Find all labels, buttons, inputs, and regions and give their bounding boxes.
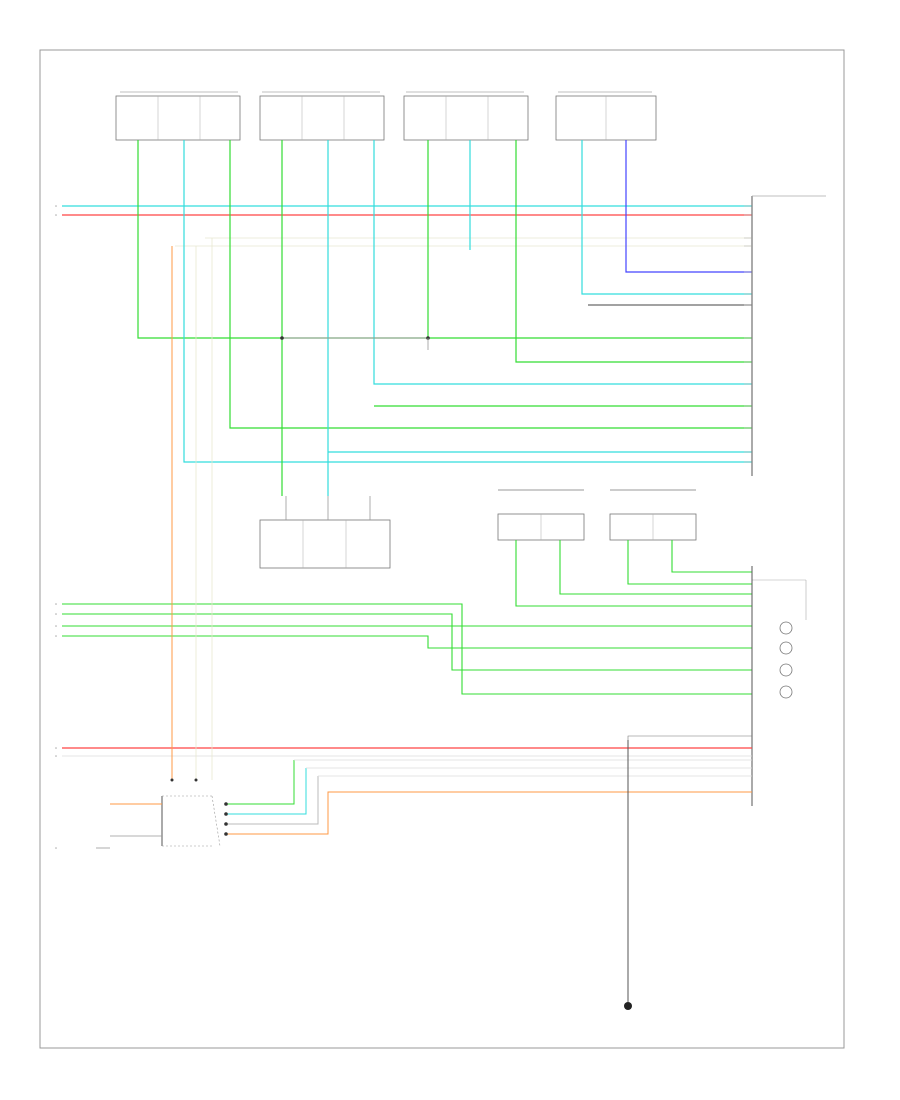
wire-sw1-green2 [559,540,752,595]
wire-g1-green [137,140,752,339]
control-module-lower [627,566,753,806]
sensor-group-2 [259,91,385,141]
wire-g2-cyan2 [373,140,752,385]
sensor-group-lower [259,496,391,569]
wire-left-green-2 [62,613,752,671]
wire-sw1-green [515,540,752,607]
splice-1 [280,336,284,340]
control-module-upper [751,195,826,476]
sensor-group-3 [403,91,529,141]
wire-switch-green [226,760,295,805]
wire-g1-cyan [183,140,752,463]
wire-switch-orange [226,791,752,835]
wire-switch-gray [226,776,319,825]
ground [624,740,632,1010]
wire-g1-green2 [229,140,752,429]
lamp-feed-lines [752,579,807,620]
wire-g4-blue [625,140,752,273]
wire-switch-cyan [226,768,307,815]
indicator-lamps [779,621,793,699]
wire-sw2-green [627,540,752,585]
switch-assembly [96,778,228,849]
switch-group-1 [497,489,585,541]
wire-left-green-4 [62,635,752,649]
wire-g4-cyan [581,140,752,295]
junction-mid [427,338,429,350]
connector-pins-upper [744,205,752,463]
wire-left-green-1 [62,603,752,695]
sensor-group-4 [555,91,657,141]
wire-sw2-green2 [671,540,752,573]
switch-group-2 [609,489,697,541]
diagram-frame [39,49,845,1049]
left-pin-marks [55,205,57,849]
wire-g3-green2 [515,140,752,363]
sensor-group-1 [115,91,241,141]
